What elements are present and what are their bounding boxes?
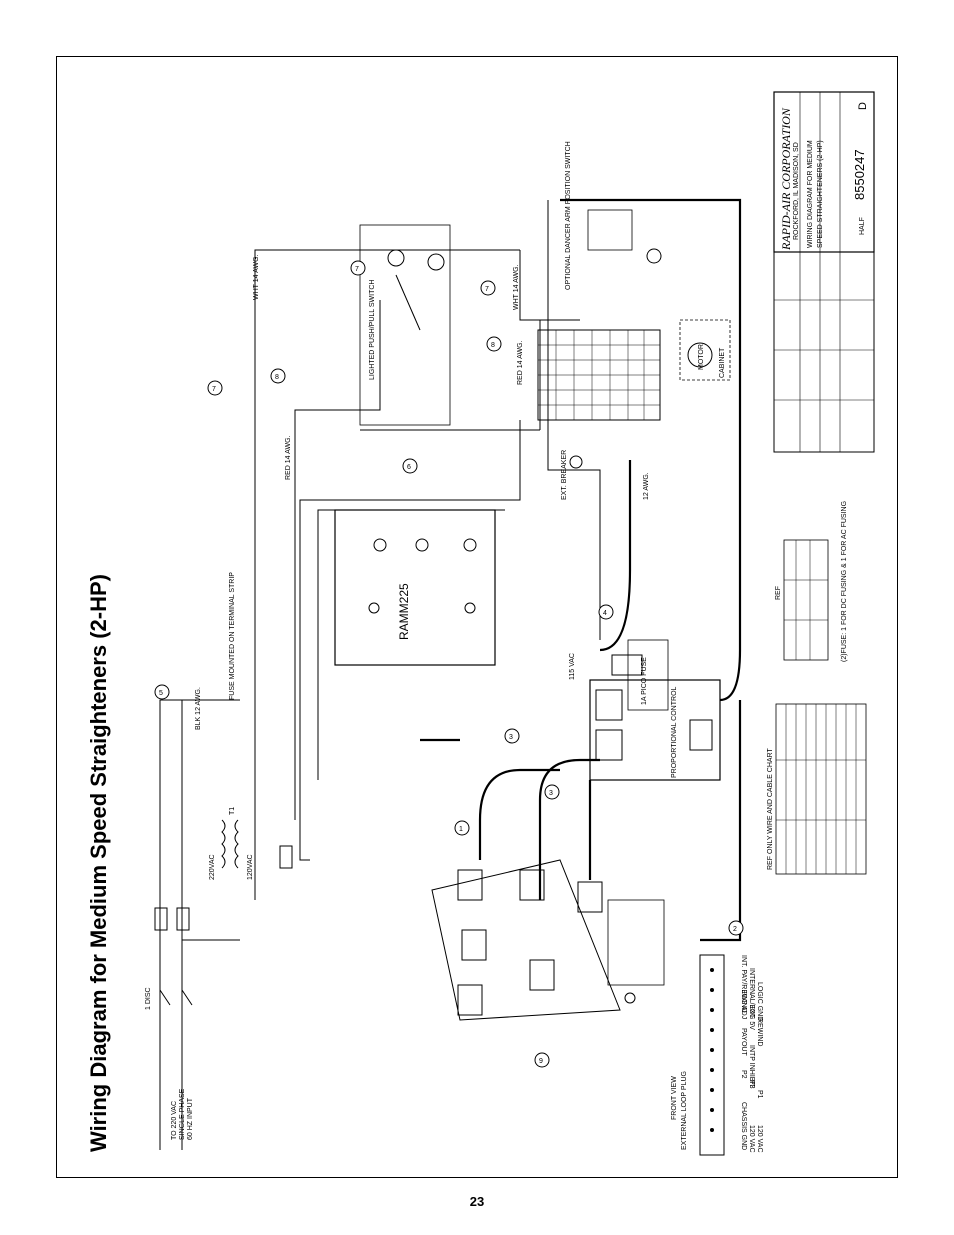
page-number: 23 — [469, 1194, 485, 1209]
title-block: RAPID-AIR CORPORATION ROCKFORD, IL MADIS… — [773, 91, 875, 453]
callouts: 1 2 3 3 4 5 6 7 7 7 8 8 9 — [154, 260, 744, 1068]
svg-text:TO 220 VAC: TO 220 VAC — [171, 1101, 178, 1140]
ref-label: REF — [775, 586, 782, 600]
svg-text:4: 4 — [603, 610, 607, 617]
callout-3: 3 — [504, 728, 520, 744]
dancer-switch: OPTIONAL DANCER ARM POSITION SWITCH — [565, 141, 662, 290]
callout-4: 4 — [598, 604, 614, 620]
company-name: RAPID-AIR CORPORATION — [779, 107, 793, 251]
lighted-switch: LIGHTED PUSH/PULL SWITCH — [359, 224, 451, 426]
svg-text:REWIND: REWIND — [756, 1018, 763, 1046]
svg-text:3: 3 — [549, 790, 553, 797]
transformer-label: T1 — [229, 807, 236, 815]
diagram-title: Wiring Diagram for Medium Speed Straight… — [86, 574, 111, 1152]
svg-text:WHT 14 AWG.: WHT 14 AWG. — [253, 254, 260, 300]
svg-text:LOGIC GND: LOGIC GND — [756, 982, 763, 1021]
front-view-label: FRONT VIEW — [671, 1076, 678, 1120]
svg-text:7: 7 — [485, 286, 489, 293]
svg-text:120 VAC: 120 VAC — [748, 1125, 755, 1153]
svg-text:2: 2 — [733, 926, 737, 933]
svg-text:8: 8 — [491, 342, 495, 349]
drawing-scale: HALF — [859, 217, 866, 235]
svg-text:RED 14 AWG.: RED 14 AWG. — [517, 340, 524, 385]
svg-text:P1: P1 — [756, 1090, 763, 1099]
fuse-label: 1A PICO FUSE — [641, 657, 648, 705]
dancer-switch-label: OPTIONAL DANCER ARM POSITION SWITCH — [565, 141, 572, 290]
ext-breaker-label: EXT. BREAKER — [561, 450, 568, 500]
callout-8a: 8 — [270, 368, 286, 384]
svg-text:JOG 5V: JOG 5V — [748, 1005, 755, 1030]
wire-chart-label: REF ONLY WIRE AND CABLE CHART — [767, 748, 774, 870]
callout-7c: 7 — [480, 280, 496, 296]
callout-1: 1 — [454, 820, 470, 836]
terminal-strip — [537, 329, 661, 421]
disconnect-fuses: 1 DISC FUSE MOUNTED ON TERMINAL STRIP — [145, 572, 293, 1010]
svg-text:BLK 12 AWG.: BLK 12 AWG. — [195, 687, 202, 730]
svg-text:INT. PAY/REWIND: INT. PAY/REWIND — [740, 955, 747, 1013]
loop-plug: FRONT VIEW EXTERNAL LOOP PLUG — [607, 899, 725, 1156]
svg-text:PAYOUT: PAYOUT — [740, 1028, 747, 1056]
cabinet-motor: MOTOR CABINET — [679, 319, 731, 381]
svg-text:7: 7 — [355, 266, 359, 273]
drawing-title-1: WIRING DIAGRAM FOR MEDIUM — [807, 140, 814, 248]
ramm225-drive: RAMM225 — [334, 509, 496, 666]
svg-text:INTERNAL/EXT: INTERNAL/EXT — [748, 968, 755, 1019]
drawing-revision: D — [857, 102, 869, 110]
callout-5: 5 — [154, 684, 170, 700]
proportional-control: PROPORTIONAL CONTROL 1A PICO FUSE 115 VA… — [569, 639, 721, 781]
company-location: ROCKFORD, IL MADISON, SD — [793, 142, 800, 240]
svg-text:INTP INHIBIT: INTP INHIBIT — [748, 1045, 755, 1088]
callout-9: 9 — [534, 1052, 550, 1068]
svg-text:7: 7 — [212, 386, 216, 393]
fuse-mounted-note: FUSE MOUNTED ON TERMINAL STRIP — [229, 572, 236, 700]
svg-text:P3: P3 — [748, 1080, 755, 1089]
svg-text:60 HZ INPUT: 60 HZ INPUT — [187, 1097, 194, 1140]
svg-text:6: 6 — [407, 464, 411, 471]
callout-6: 6 — [402, 458, 418, 474]
svg-text:RED 14 AWG.: RED 14 AWG. — [285, 435, 292, 480]
svg-text:1: 1 — [459, 826, 463, 833]
drawing-title-2: SPEED STRAIGHTENERS (2-HP) — [817, 140, 824, 248]
ext-breaker: EXT. BREAKER — [561, 450, 583, 500]
svg-text:12 AWG.: 12 AWG. — [643, 472, 650, 500]
page-frame — [56, 56, 898, 1178]
wire-labels: WHT 14 AWG. WHT 14 AWG. RED 14 AWG. RED … — [195, 254, 650, 730]
svg-text:CHASSIS GND: CHASSIS GND — [740, 1102, 747, 1150]
fuse-ref-note: (2)FUSE: 1 FOR DC FUSING & 1 FOR AC FUSI… — [841, 501, 848, 662]
control-label: PROPORTIONAL CONTROL — [671, 686, 678, 778]
svg-text:P2: P2 — [740, 1070, 747, 1079]
thick-cables — [420, 198, 742, 942]
transformer-t1: T1 220VAC 120VAC — [209, 807, 254, 880]
wire-cable-chart: REF ONLY WIRE AND CABLE CHART — [767, 703, 867, 875]
ref-table: REF (2)FUSE: 1 FOR DC FUSING & 1 FOR AC … — [775, 501, 848, 662]
callout-7b: 7 — [350, 260, 366, 276]
vac-120-label: 120VAC — [247, 854, 254, 880]
svg-text:5: 5 — [159, 690, 163, 697]
plug-pin-labels: INT. PAY/REWIND INTERNAL/EXT LOGIC GND J… — [740, 955, 763, 1153]
callout-2: 2 — [728, 920, 744, 936]
external-loop-plug-label: EXTERNAL LOOP PLUG — [681, 1071, 688, 1150]
svg-text:120 VAC: 120 VAC — [756, 1125, 763, 1153]
vac-220-label: 220VAC — [209, 854, 216, 880]
motor-label: MOTOR — [698, 344, 705, 370]
svg-text:8: 8 — [275, 374, 279, 381]
svg-text:9: 9 — [539, 1058, 543, 1065]
svg-text:SINGLE PHASE: SINGLE PHASE — [179, 1088, 186, 1140]
interface-board — [431, 859, 621, 1021]
vac-115-label: 115 VAC — [569, 653, 576, 680]
callout-7a: 7 — [207, 380, 223, 396]
cabinet-label: CABINET — [719, 347, 726, 378]
svg-text:WHT 14 AWG.: WHT 14 AWG. — [513, 264, 520, 310]
lighted-switch-label: LIGHTED PUSH/PULL SWITCH — [369, 280, 376, 380]
drawing-number: 8550247 — [852, 149, 867, 200]
drive-label: RAMM225 — [397, 583, 411, 640]
callout-3b: 3 — [544, 784, 560, 800]
svg-text:JOG ADJ: JOG ADJ — [740, 990, 747, 1019]
disc-label: 1 DISC — [145, 987, 152, 1010]
svg-text:3: 3 — [509, 734, 513, 741]
callout-8b: 8 — [486, 336, 502, 352]
supply-note: TO 220 VAC SINGLE PHASE 60 HZ INPUT — [171, 1088, 194, 1140]
wiring — [159, 200, 601, 1150]
